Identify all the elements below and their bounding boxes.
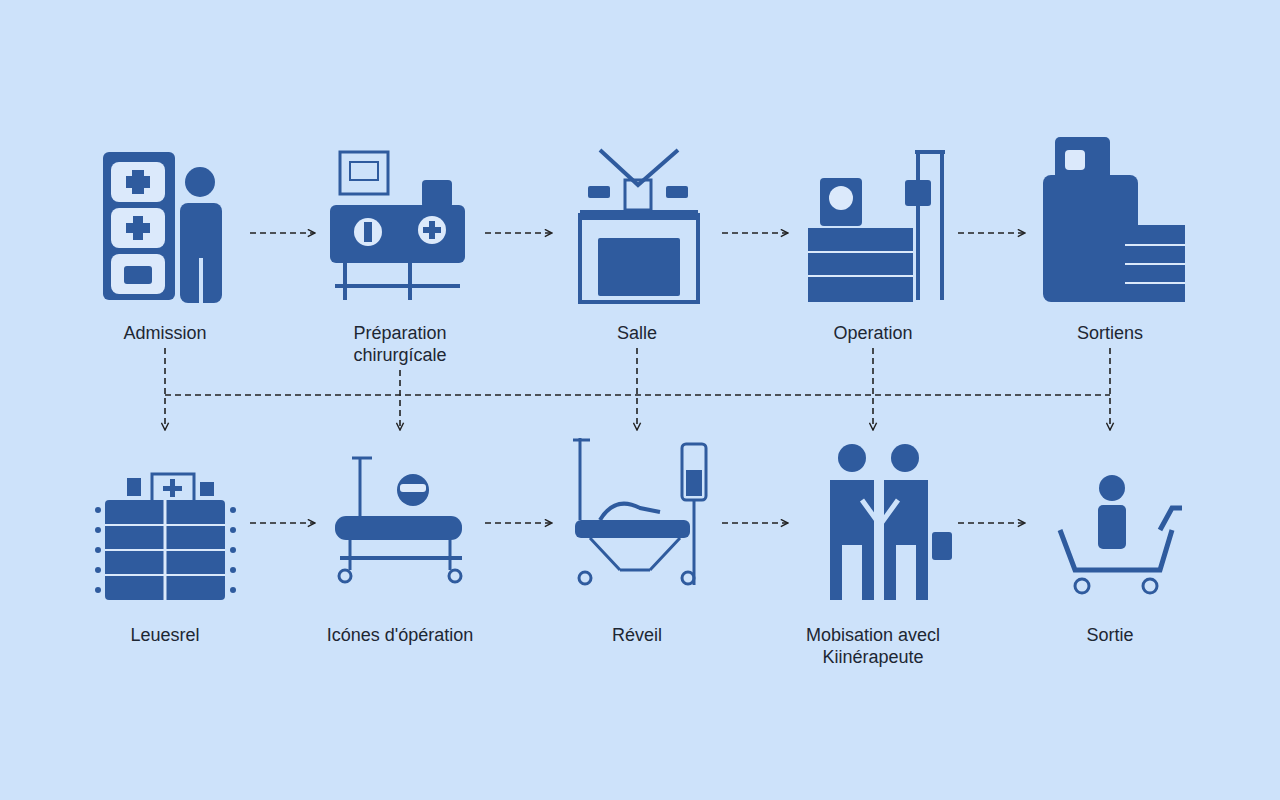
step-node: Operation xyxy=(788,130,958,344)
step-node: Mobisation avecl Kiinérapeute xyxy=(788,430,958,668)
dashed-arrow xyxy=(958,522,1025,524)
dashed-arrow xyxy=(250,522,315,524)
step-node: Leuesrel xyxy=(80,430,250,646)
stretcher-icon xyxy=(335,458,462,582)
step-node: Icónes d'ópération xyxy=(315,430,485,646)
physio-icon xyxy=(830,444,952,600)
step-label: Operation xyxy=(788,322,958,344)
step-label: Sortie xyxy=(1025,624,1195,646)
recovery-bed-icon xyxy=(573,438,706,585)
preparation-icon xyxy=(330,152,465,300)
dashed-arrow xyxy=(722,232,788,234)
dashed-arrow xyxy=(636,348,638,430)
dashed-bus-line xyxy=(165,394,1110,396)
step-label: Icónes d'ópération xyxy=(315,624,485,646)
dashed-arrow xyxy=(399,370,401,430)
salle-icon xyxy=(580,150,698,302)
wheelchair-icon xyxy=(1060,475,1182,593)
step-node: Réveil xyxy=(552,430,722,646)
step-label: Préparation chirurgícale xyxy=(315,322,485,366)
step-node: Salle xyxy=(552,130,722,344)
dashed-arrow xyxy=(722,522,788,524)
step-label: Salle xyxy=(552,322,722,344)
sortiens-icon xyxy=(1043,137,1185,302)
step-label: Mobisation avecl Kiinérapeute xyxy=(788,624,958,668)
dashed-arrow xyxy=(250,232,315,234)
dashed-arrow xyxy=(485,232,552,234)
step-label: Leuesrel xyxy=(80,624,250,646)
drawers-icon xyxy=(95,474,236,600)
dashed-arrow xyxy=(872,348,874,430)
step-node: Sortiens xyxy=(1025,130,1195,344)
step-label: Admission xyxy=(80,322,250,344)
step-label: Sortiens xyxy=(1025,322,1195,344)
dashed-arrow xyxy=(958,232,1025,234)
step-node: Sortie xyxy=(1025,430,1195,646)
step-node: Préparation chirurgícale xyxy=(315,130,485,366)
step-label: Réveil xyxy=(552,624,722,646)
dashed-arrow xyxy=(485,522,552,524)
dashed-arrow xyxy=(1109,348,1111,430)
step-node: Admission xyxy=(80,130,250,344)
dashed-arrow xyxy=(164,348,166,430)
admission-icon xyxy=(103,152,222,304)
operation-icon xyxy=(808,150,945,302)
